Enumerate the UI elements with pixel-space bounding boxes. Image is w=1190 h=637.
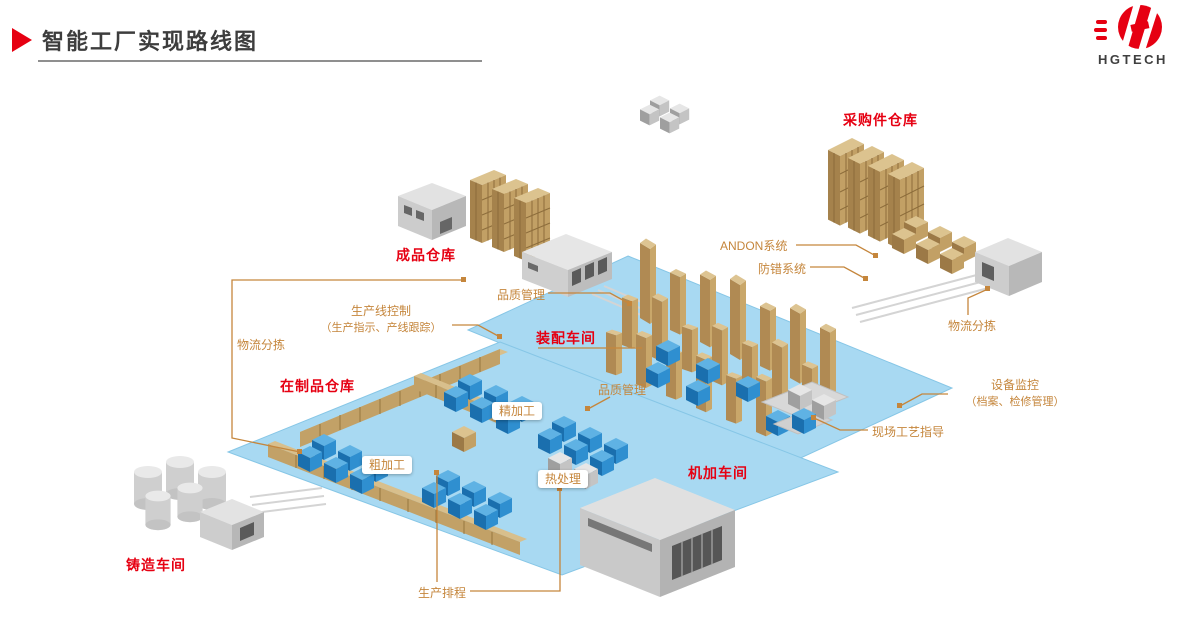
annotation-endpoints [297,253,990,491]
label-andon-system: ANDON系统 [720,239,788,253]
machining-building [580,478,735,597]
annotation-lines [231,244,989,592]
sorting-building-right [975,238,1042,296]
label-logistics-sorting-left: 物流分拣 [237,338,286,352]
label-quality-mgmt-mid: 品质管理 [598,383,647,397]
label-machining-workshop: 机加车间 [688,465,748,481]
label-line-control: 生产线控制 （生产指示、产线跟踪） [306,302,456,335]
label-line-control-sub: （生产指示、产线跟踪） [320,322,442,334]
label-quality-mgmt-top: 品质管理 [497,288,546,302]
title-underline [38,60,482,62]
pallet-stack-tan [892,216,976,274]
label-production-scheduling: 生产排程 [418,586,467,600]
logo-text: HGTECH [1098,52,1168,67]
hgtech-logo-icon [1094,3,1162,51]
label-line-control-title: 生产线控制 [350,304,411,318]
label-logistics-sorting-right: 物流分拣 [948,319,997,333]
finished-warehouse-building [398,183,466,240]
chip-finish-machining: 精加工 [492,402,543,420]
chip-heat-treatment: 热处理 [538,470,589,488]
small-gray-box-stack [640,95,690,134]
label-purchased-warehouse: 采购件仓库 [843,112,918,128]
label-finished-warehouse: 成品仓库 [396,247,456,263]
label-wip-warehouse: 在制品仓库 [280,378,355,394]
label-assembly-workshop: 装配车间 [536,330,596,346]
label-casting-workshop: 铸造车间 [126,557,186,573]
title-arrow-icon [12,28,32,52]
assembly-dock-platforms [760,381,850,435]
page-title: 智能工厂实现路线图 [42,29,259,54]
label-equipment-monitoring-title: 设备监控 [990,378,1039,392]
label-equipment-monitoring: 设备监控 （档案、检修管理） [950,376,1080,409]
chip-rough-machining: 粗加工 [362,456,413,474]
casting-cluster [134,456,264,550]
label-onsite-guidance: 现场工艺指导 [872,425,945,439]
shipping-dock-building [522,234,612,297]
label-equipment-monitoring-sub: （档案、检修管理） [965,396,1065,408]
label-error-proofing: 防错系统 [758,262,807,276]
